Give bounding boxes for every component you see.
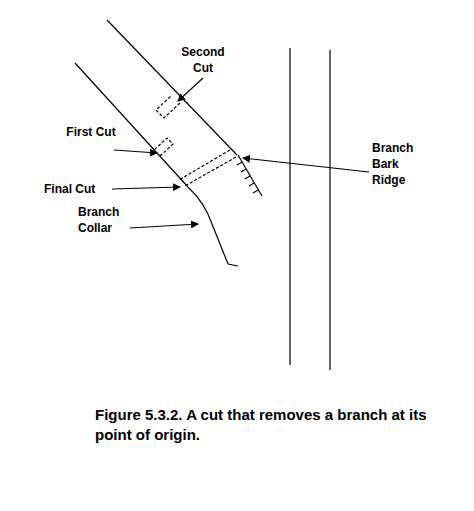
cut-lines [154, 95, 236, 186]
part-label: First Cut [66, 124, 116, 140]
part-label: Final Cut [44, 181, 114, 197]
figure-caption: Figure 5.3.2. A cut that removes a branc… [95, 405, 465, 445]
branch-collar-edge [75, 63, 238, 266]
branch-edge [107, 20, 237, 155]
final-cut [179, 150, 230, 180]
part-label: Branch Bark Ridge [372, 140, 432, 188]
bark-ridge [237, 155, 262, 196]
part-label: Second Cut [172, 44, 234, 76]
second-cut [156, 95, 180, 118]
leader-lines [112, 78, 369, 228]
trunk-edge [329, 50, 330, 370]
part-label: Branch Collar [78, 204, 133, 236]
trunk-edge [289, 48, 290, 365]
